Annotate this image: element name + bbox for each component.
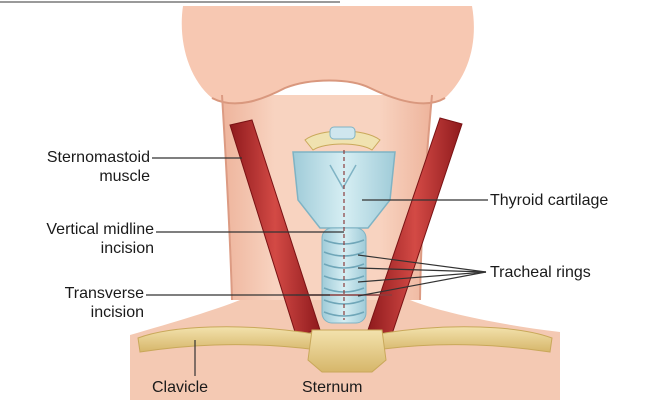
hyoid-center	[330, 127, 355, 139]
label-transverse-line1: Transverse	[8, 284, 144, 303]
label-vertical-midline: Vertical midline incision	[4, 220, 154, 258]
label-vertical-line2: incision	[4, 239, 154, 258]
label-sternomastoid: Sternomastoid muscle	[8, 148, 150, 186]
label-sternomastoid-line2: muscle	[8, 167, 150, 186]
sternum-bone	[308, 330, 386, 372]
label-sternomastoid-line1: Sternomastoid	[8, 148, 150, 167]
label-vertical-line1: Vertical midline	[4, 220, 154, 239]
label-clavicle: Clavicle	[152, 378, 208, 397]
label-thyroid-cartilage: Thyroid cartilage	[490, 191, 608, 210]
label-transverse-line2: incision	[8, 303, 144, 322]
label-sternum: Sternum	[302, 378, 362, 397]
head-skin	[182, 6, 474, 103]
label-transverse: Transverse incision	[8, 284, 144, 322]
label-tracheal-rings: Tracheal rings	[490, 263, 591, 282]
